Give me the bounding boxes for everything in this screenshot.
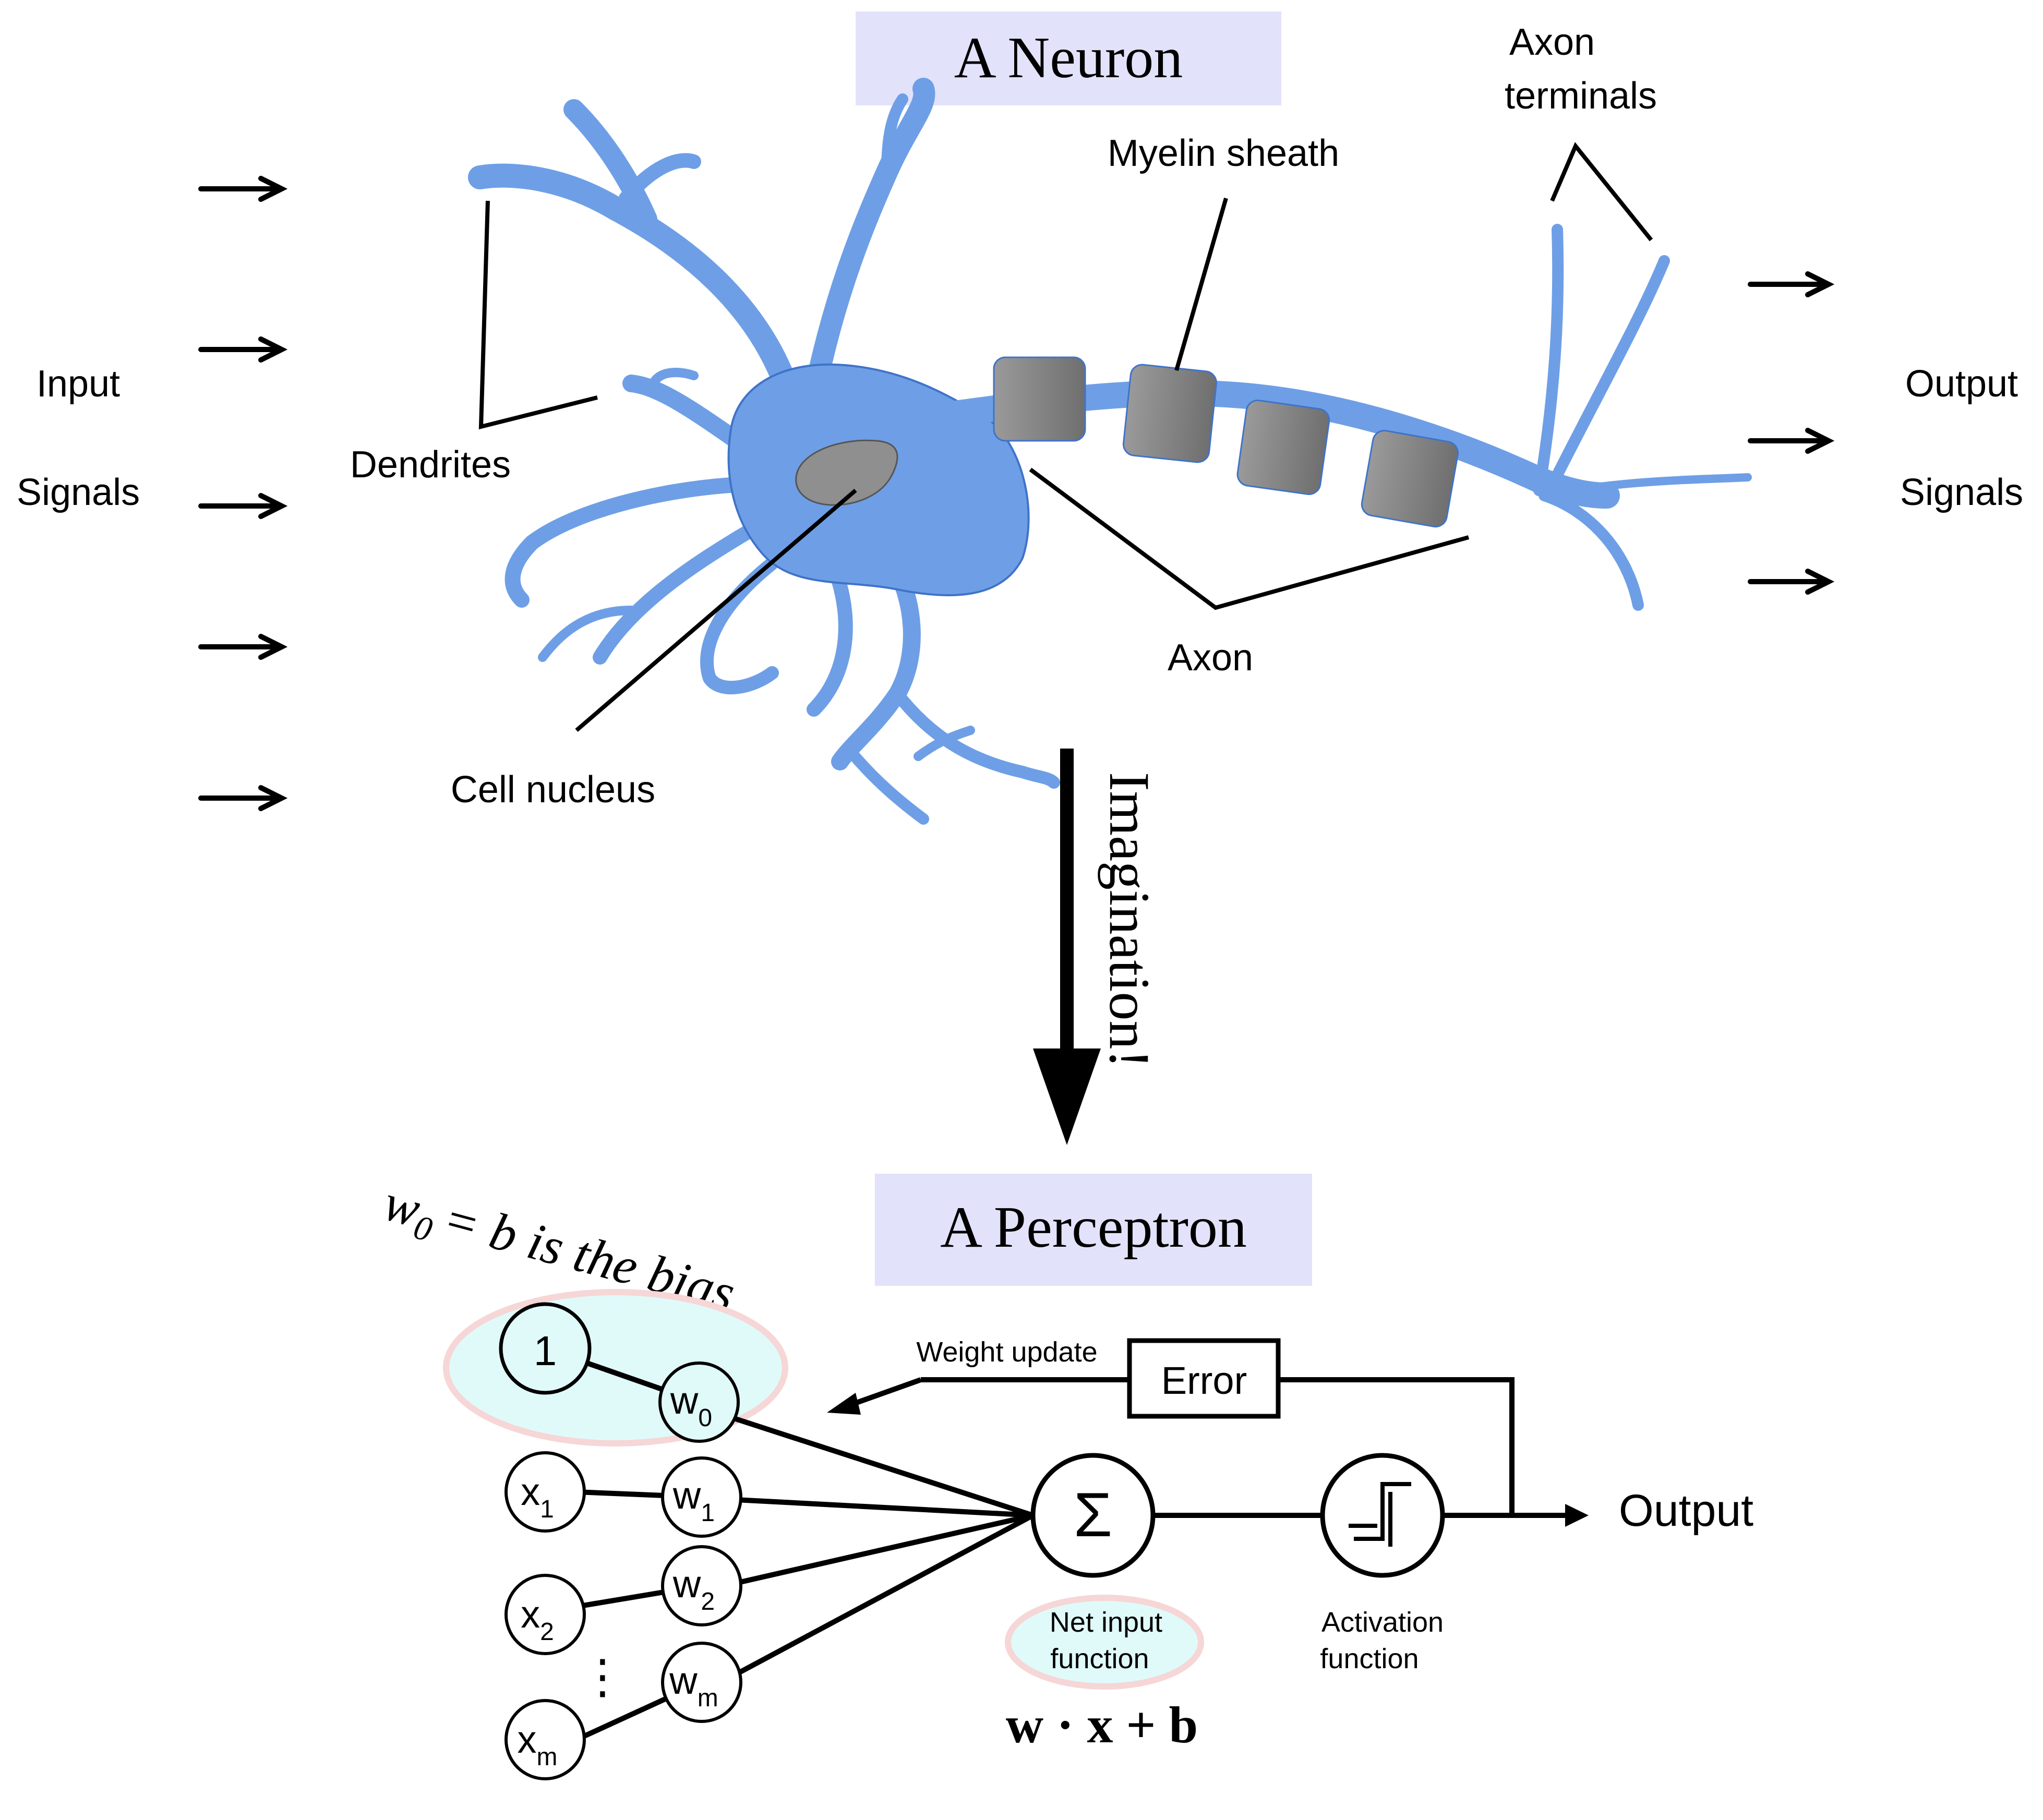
myelin-segment-2	[1122, 364, 1217, 463]
myelin-segment-4	[1361, 429, 1459, 528]
weight-node-wm: wm	[661, 1642, 742, 1723]
input-nodes: 1 x1 x2 xm	[499, 1302, 592, 1780]
dendrites-label: Dendrites	[350, 444, 511, 486]
activation-label-line2: function	[1320, 1643, 1419, 1674]
svg-text:w2: w2	[672, 1562, 715, 1616]
input-arrow-1	[198, 176, 288, 202]
weight-update-label: Weight update	[916, 1336, 1097, 1368]
output-signals-label-line1: Output	[1905, 363, 2018, 405]
svg-text:w0: w0	[670, 1379, 712, 1432]
net-input-label-line2: function	[1050, 1643, 1149, 1674]
inputs-ellipsis: ⋮	[579, 1651, 626, 1703]
input-node-bias: 1	[499, 1302, 592, 1395]
perceptron-output-label: Output	[1619, 1486, 1753, 1536]
output-arrow-3	[1748, 569, 1835, 595]
input-arrows	[198, 176, 288, 811]
net-input-label-line1: Net input	[1050, 1607, 1162, 1638]
output-arrows	[1748, 271, 1835, 595]
weight-update-arrowhead	[827, 1393, 861, 1415]
imagination-arrow	[1033, 749, 1101, 1145]
output-signals-label-line2: Signals	[1900, 472, 2023, 513]
output-arrowhead	[1565, 1504, 1589, 1527]
input-signals-label-line1: Input	[37, 363, 120, 405]
input-arrow-2	[198, 336, 288, 363]
weight-node-w2: w2	[661, 1545, 742, 1626]
summation-node: Σ	[1030, 1453, 1156, 1578]
weight-node-w0: w0	[658, 1361, 740, 1443]
input-node-xm: xm	[504, 1699, 586, 1780]
input-arrow-3	[198, 493, 288, 519]
neuron-pointer-lines	[478, 142, 1653, 732]
neuron-title: A Neuron	[954, 26, 1183, 90]
activation-node	[1320, 1453, 1445, 1578]
input-arrow-5	[198, 785, 288, 811]
output-arrow-2	[1748, 428, 1835, 454]
myelin-segment-1	[993, 356, 1086, 442]
axon-pointer	[1029, 467, 1470, 610]
cell-nucleus-pointer	[575, 488, 857, 732]
svg-text:x2: x2	[521, 1593, 554, 1646]
svg-text:w1: w1	[672, 1474, 715, 1527]
output-arrow-1	[1748, 271, 1835, 297]
perceptron-title-box	[875, 1174, 1312, 1286]
axon-terminals-label-line1: Axon	[1509, 21, 1595, 63]
svg-text:1: 1	[534, 1328, 557, 1374]
neuron-illustration	[468, 78, 1752, 825]
cell-nucleus-shape	[795, 439, 898, 506]
input-node-x2: x2	[504, 1574, 586, 1655]
net-input-formula: w · x + b	[1006, 1696, 1198, 1754]
myelin-sheath-segments	[993, 356, 1459, 528]
step-function-icon	[1349, 1482, 1411, 1547]
input-node-x1: x1	[504, 1451, 586, 1533]
svg-text:xm: xm	[518, 1718, 558, 1771]
net-input-highlight	[1005, 1595, 1204, 1690]
cell-nucleus-label: Cell nucleus	[451, 769, 655, 811]
myelin-sheath-pointer	[1174, 197, 1228, 371]
axon-terminals-label-line2: terminals	[1505, 75, 1657, 117]
svg-text:x1: x1	[521, 1470, 554, 1523]
perceptron-title: A Perceptron	[940, 1195, 1247, 1260]
error-label: Error	[1161, 1359, 1247, 1402]
dendrites-shape	[468, 78, 1060, 825]
dendrites-pointer	[478, 200, 598, 430]
imagination-label: Imagination!	[1098, 772, 1161, 1068]
weight-node-w1: w1	[661, 1456, 742, 1538]
svg-text:wm: wm	[669, 1659, 718, 1712]
input-signals-label-line2: Signals	[17, 472, 140, 513]
input-arrow-4	[198, 634, 288, 660]
axon-label: Axon	[1168, 637, 1253, 679]
myelin-segment-3	[1236, 400, 1330, 495]
activation-label-line1: Activation	[1321, 1607, 1444, 1638]
error-box	[1127, 1338, 1281, 1419]
weight-nodes: w0 w1 w2 wm	[658, 1361, 742, 1723]
axon-terminals-shape	[1533, 224, 1752, 611]
sum-symbol: Σ	[1074, 1480, 1112, 1550]
axon-terminals-pointer	[1550, 142, 1653, 242]
myelin-sheath-label: Myelin sheath	[1108, 132, 1339, 174]
